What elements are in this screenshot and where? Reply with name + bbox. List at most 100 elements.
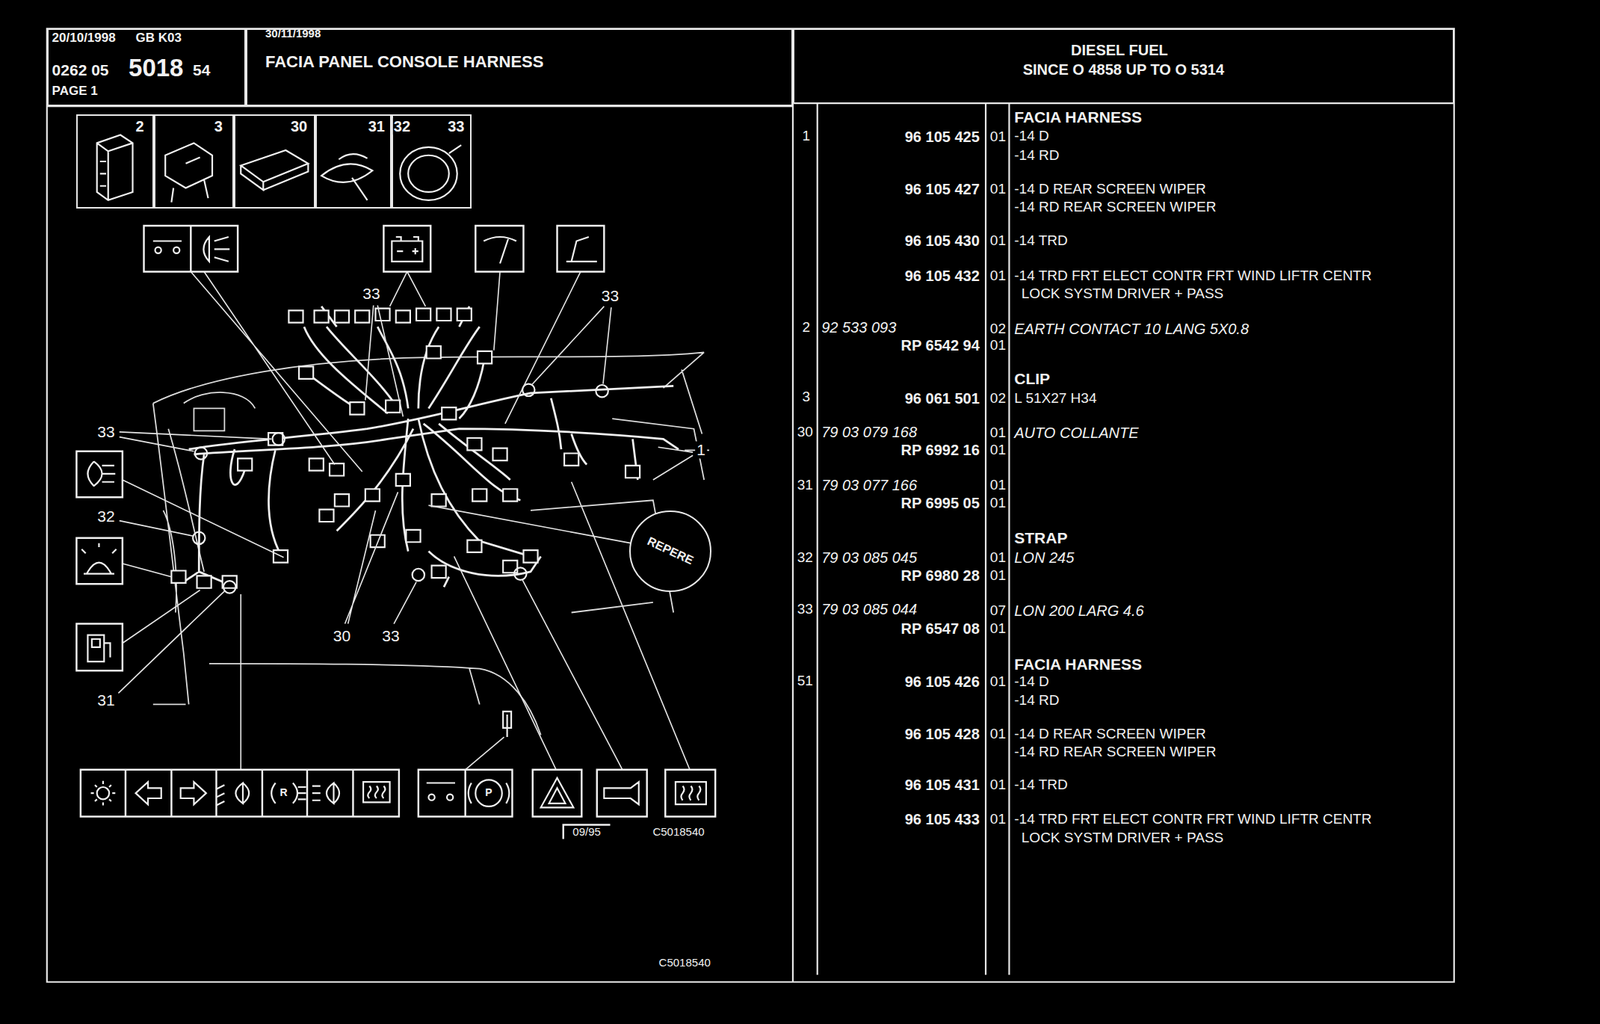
quantity: 01 (990, 442, 1006, 459)
callout-number: 33 (600, 286, 621, 305)
description: -14 D REAR SCREEN WIPER (1014, 180, 1207, 197)
symbols (81, 134, 707, 808)
part-number: 31 (367, 118, 386, 135)
callout-number: 30 (331, 626, 352, 645)
page-frame (47, 28, 1455, 982)
section-heading: FACIA HARNESS (1014, 655, 1142, 673)
header-box: 20/10/1998GB K030262 05501854PAGE 1 (47, 28, 246, 107)
part-icon-box: 32 33 (391, 114, 472, 209)
part-number: 96 105 432 (904, 267, 980, 284)
replacement-number: RP 6992 16 (901, 441, 980, 459)
quantity: 01 (990, 267, 1006, 284)
part-number: 96 105 428 (904, 725, 980, 743)
catalog-code: GB K03 (136, 30, 182, 45)
callout-number: 33 (380, 626, 401, 645)
leaders (118, 271, 710, 769)
item-number: 3 (801, 389, 811, 406)
description: LOCK SYSTM DRIVER + PASS (1021, 830, 1224, 846)
quantity: 01 (990, 567, 1006, 584)
item-number: 2 (801, 319, 811, 336)
serial-range: SINCE O 4858 UP TO O 5314 (1023, 61, 1225, 78)
part-icon-box: 3 (153, 114, 234, 209)
part-number: 30 (289, 118, 308, 135)
description: -14 D REAR SCREEN WIPER (1014, 725, 1207, 742)
part-number: 92 533 093 (821, 319, 897, 336)
quantity: 01 (990, 233, 1006, 249)
section-heading: STRAP (1014, 529, 1068, 547)
section-heading: FACIA HARNESS (1014, 108, 1142, 126)
description: -14 D (1014, 674, 1049, 690)
description: -14 RD (1014, 147, 1059, 163)
symbol-letter: R (280, 786, 288, 799)
callout-number: 1 (695, 441, 707, 459)
part-number: 96 105 425 (904, 128, 980, 145)
leader-lines (118, 271, 710, 769)
part-number: 96 105 433 (904, 810, 980, 828)
part-icon-box: 2 (76, 114, 154, 209)
connector-blocks (171, 308, 640, 728)
part-number: 79 03 085 045 (821, 549, 917, 566)
description: LON 245 (1014, 549, 1074, 566)
edition-date: 09/95 (572, 825, 601, 839)
part-number: 96 105 430 (904, 232, 980, 249)
description: EARTH CONTACT 10 LANG 5X0.8 (1014, 320, 1249, 338)
part-number: 32 (393, 118, 412, 135)
harness-clips (192, 384, 609, 737)
quantity: 01 (990, 424, 1006, 441)
description: -14 TRD (1014, 777, 1068, 793)
item-number: 31 (797, 476, 814, 493)
drawing-number: C5018540 (652, 825, 704, 839)
quantity: 01 (990, 621, 1006, 637)
reference-circle: REPERE (629, 510, 711, 592)
replacement-number: RP 6980 28 (901, 567, 980, 584)
quantity: 01 (990, 180, 1006, 197)
callout-number: 31 (95, 691, 116, 709)
replacement-number: RP 6995 05 (901, 494, 980, 512)
part-number: 79 03 077 166 (821, 476, 917, 494)
page-title: FACIA PANEL CONSOLE HARNESS (265, 53, 544, 71)
title-box: 30/11/1998FACIA PANEL CONSOLE HARNESS (245, 28, 793, 107)
frame-lines (47, 28, 1455, 982)
description: LON 200 LARG 4.6 (1014, 602, 1144, 619)
description: -14 RD (1014, 692, 1059, 708)
item-number: 1 (801, 127, 811, 144)
quantity: 07 (990, 602, 1006, 619)
fuel-type: DIESEL FUEL (1070, 41, 1169, 59)
quantity: 01 (990, 129, 1006, 145)
description: -14 TRD FRT ELECT CONTR FRT WIND LIFTR C… (1014, 267, 1372, 284)
item-number: 33 (797, 601, 814, 618)
callout-number: 33 (360, 285, 382, 303)
section-heading: CLIP (1014, 369, 1050, 388)
item-number: 30 (797, 423, 814, 440)
description: -14 RD REAR SCREEN WIPER (1014, 199, 1216, 216)
harness-connectors (171, 308, 640, 728)
description: AUTO COLLANTE (1014, 424, 1139, 441)
description: -14 RD REAR SCREEN WIPER (1014, 744, 1216, 761)
quantity: 02 (990, 320, 1006, 337)
part-icon-box: 30 (233, 114, 316, 209)
part-number: 3 (213, 118, 224, 135)
page-label: PAGE 1 (52, 83, 98, 98)
part-number: 33 (446, 118, 465, 135)
description: L 51X27 H34 (1014, 390, 1097, 406)
callout-number: 33 (95, 422, 116, 441)
pictogram-boxes (76, 225, 716, 840)
quantity: 01 (990, 725, 1006, 742)
description: -14 TRD FRT ELECT CONTR FRT WIND LIFTR C… (1014, 811, 1372, 828)
item-number: 32 (797, 549, 814, 565)
quantity: 01 (990, 476, 1006, 493)
reference-text: REPERE (645, 534, 696, 568)
description: LOCK SYSTM DRIVER + PASS (1021, 286, 1224, 302)
quantity: 02 (990, 390, 1006, 406)
quantity: 01 (990, 777, 1006, 793)
quantity: 01 (990, 495, 1006, 512)
quantity: 01 (990, 549, 1006, 565)
symbol-letter: P (485, 786, 492, 799)
drawing-number: C5018540 (659, 955, 711, 969)
dashboard-outline (153, 351, 704, 735)
part-number: 96 105 431 (904, 776, 980, 793)
description: -14 D (1014, 127, 1049, 144)
reference-prefix: 0262 05 (52, 62, 110, 80)
